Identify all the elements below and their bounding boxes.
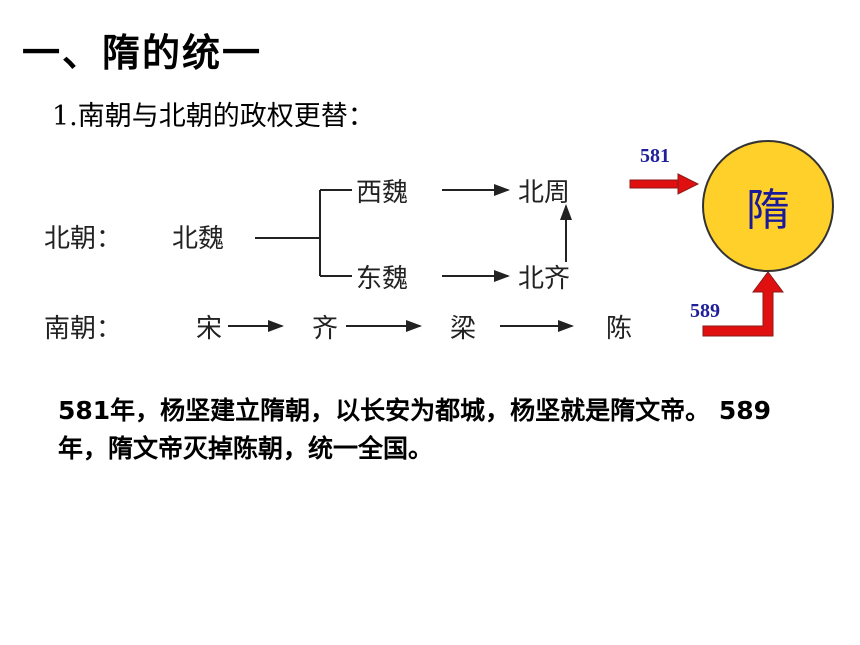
node-qi: 齐: [312, 314, 339, 344]
node-west-wei: 西魏: [356, 178, 409, 208]
sui-dynasty-label: 隋: [746, 185, 790, 236]
arrow-581-red: [629, 173, 700, 195]
section-subtitle: 1.南朝与北朝的政权更替：: [52, 101, 375, 132]
node-song: 宋: [196, 314, 223, 344]
node-east-wei: 东魏: [356, 264, 409, 294]
north-dynasties-label: 北朝：: [44, 224, 123, 254]
node-north-qi: 北齐: [518, 264, 571, 294]
node-liang: 梁: [450, 314, 477, 344]
node-north-zhou: 北周: [518, 178, 571, 208]
sui-dynasty-circle: 隋: [702, 140, 834, 272]
south-dynasties-label: 南朝：: [44, 314, 123, 344]
node-chen: 陈: [606, 314, 633, 344]
summary-paragraph: 581年，杨坚建立隋朝，以长安为都城，杨坚就是隋文帝。 589年，隋文帝灭掉陈朝…: [58, 396, 772, 463]
slide-title: 一、隋的统一: [22, 30, 263, 75]
node-north-wei: 北魏: [172, 224, 225, 254]
arrow-589-red: [702, 271, 784, 337]
year-589-label: 589: [690, 300, 720, 322]
year-581-label: 581: [640, 145, 670, 167]
